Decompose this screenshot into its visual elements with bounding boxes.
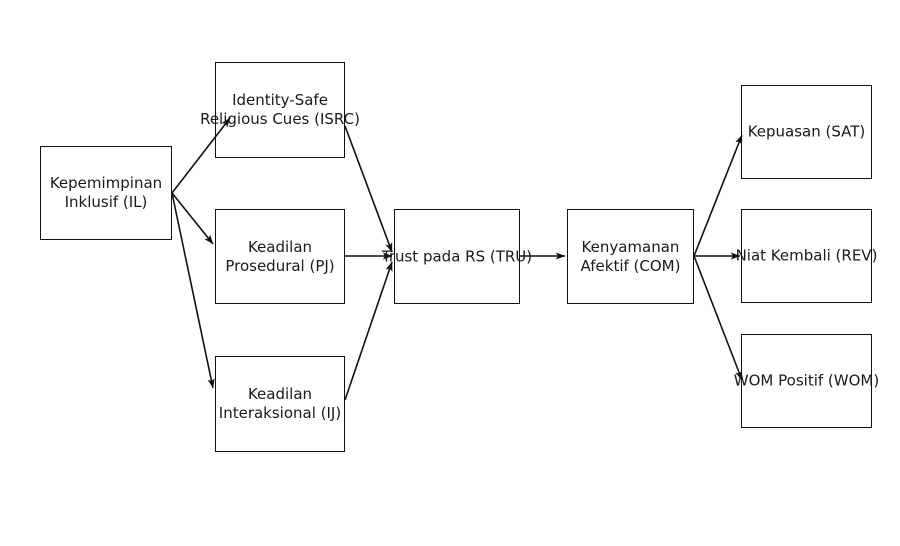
edge-il-to-isrc [171,117,231,194]
edge-isrc-to-tru [344,125,393,253]
node-keadilan-prosedural-label-line1: Keadilan [247,237,313,256]
node-keadilan-interaksional-label-line2: Interaksional (IJ) [218,404,342,422]
edge-il-to-ij [171,192,215,389]
node-niat-kembali[interactable]: Niat Kembali (REV) [736,209,877,303]
node-kenyamanan-afektif-label-line1: Kenyamanan [581,237,680,256]
node-trust-pada-rs[interactable]: Trust pada RS (TRU) [382,209,532,304]
edges-group [171,117,743,401]
node-keadilan-prosedural-label-line2: Prosedural (PJ) [225,256,335,275]
node-kepuasan-label-line1: Kepuasan (SAT) [747,122,866,141]
node-wom-positif-label: WOM Positif (WOM) [734,371,879,390]
node-niat-kembali-label: Niat Kembali (REV) [736,246,878,265]
edge-com-to-wom [693,255,743,381]
node-wom-positif[interactable]: WOM Positif (WOM) [734,334,879,428]
node-kepuasan[interactable]: Kepuasan (SAT) [741,85,872,179]
node-kenyamanan-afektif-label-line2: Afektif (COM) [580,256,681,275]
edge-com-to-sat [693,134,743,257]
edge-il-to-pj [171,192,214,245]
node-identity-safe-religious-cues-label-line1: Identity-Safe [232,90,328,109]
node-wom-positif-label-line1: WOM Positif (WOM) [733,371,880,390]
node-keadilan-interaksional-label-line1: Keadilan [247,384,313,403]
node-identity-safe-religious-cues-label-line2: Religious Cues (ISRC) [200,110,360,128]
node-trust-pada-rs-label-line1: Trust pada RS (TRU) [381,246,533,265]
node-kepemimpinan-inklusif-label-line2: Inklusif (IL) [64,193,148,211]
edge-ij-to-tru [344,261,393,401]
node-niat-kembali-label-line1: Niat Kembali (REV) [735,246,878,265]
node-kepuasan-label: Kepuasan (SAT) [748,122,866,141]
node-kepemimpinan-inklusif-label-line1: Kepemimpinan [49,173,163,192]
node-trust-pada-rs-label: Trust pada RS (TRU) [382,247,532,266]
